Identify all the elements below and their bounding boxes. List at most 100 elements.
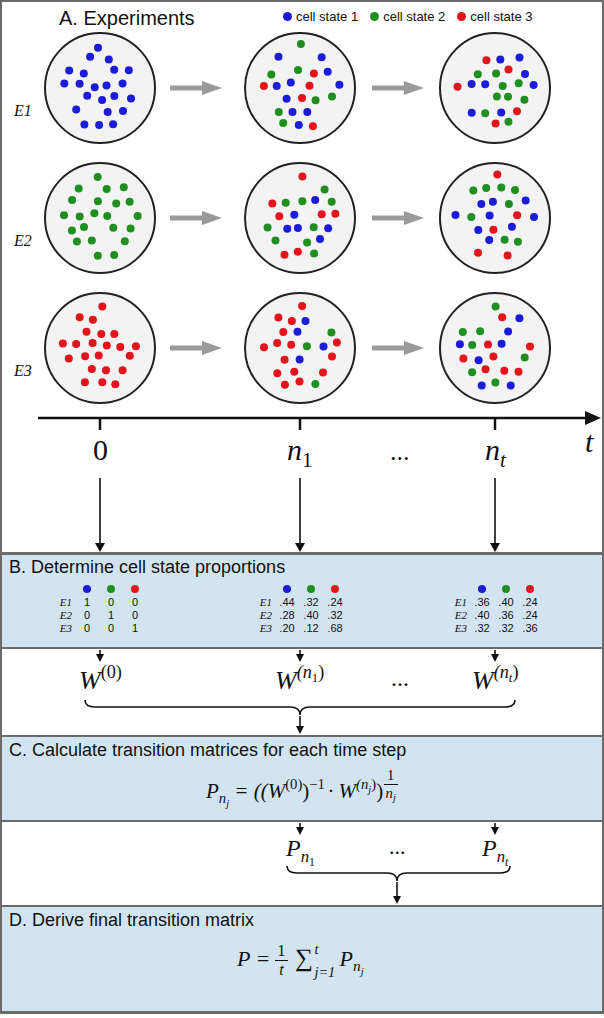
- cell-dot: [298, 197, 306, 205]
- cell-dot: [505, 200, 513, 208]
- cell-dot: [476, 327, 484, 335]
- math-text: ...: [390, 437, 410, 466]
- cell-dot: [497, 109, 505, 117]
- legend-text: cell state 2: [383, 9, 445, 24]
- cell-dot: [321, 186, 329, 194]
- cell-dot: [504, 251, 512, 259]
- panel-title: C. Calculate transition matrices for eac…: [9, 740, 406, 761]
- cell-dot: [298, 302, 306, 310]
- math-text: t: [314, 941, 318, 957]
- cell-dot: [260, 82, 268, 90]
- superscript: (nj): [356, 776, 376, 792]
- table-head: [299, 585, 323, 593]
- cell-dot: [288, 317, 296, 325]
- cell-dot: [274, 314, 282, 322]
- state-dot: [478, 585, 486, 593]
- cell-dot: [296, 378, 304, 386]
- cell-dot: [119, 366, 127, 374]
- cell-dot: [91, 83, 99, 91]
- cell-dot: [281, 251, 289, 259]
- cell-dot: [484, 341, 492, 349]
- cell-dot: [303, 108, 311, 116]
- cell-dot: [324, 68, 332, 76]
- math-text: t: [585, 425, 593, 458]
- cell-dot: [482, 56, 490, 64]
- cell-dot: [294, 328, 302, 336]
- cell-dot: [511, 186, 519, 194]
- math-text: t: [505, 856, 508, 869]
- experiment-label: E3: [14, 362, 32, 380]
- cell-dot: [485, 236, 493, 244]
- row-label: E2: [53, 609, 75, 621]
- math-text: = ((W: [234, 779, 285, 803]
- table-head: [99, 585, 123, 593]
- row-label: E1: [253, 596, 275, 608]
- cell-dot: [489, 198, 497, 206]
- cell-dot: [489, 226, 497, 234]
- subscript: nj: [353, 957, 364, 974]
- proportion-table: E1.36.40.24E2.40.36.24E3.32.32.36: [448, 582, 542, 634]
- table-head: [123, 585, 147, 593]
- math-text: (n: [356, 776, 368, 792]
- formula: n1: [287, 432, 313, 474]
- cell-dot: [298, 172, 306, 180]
- cell-dot: [260, 343, 268, 351]
- cell-dot: [75, 185, 83, 193]
- row-label: E1: [53, 596, 75, 608]
- cell-dot: [110, 66, 118, 74]
- cell-dot: [103, 341, 111, 349]
- cell-dot: [120, 183, 128, 191]
- cell-dot: [90, 209, 98, 217]
- numerator: 1: [275, 943, 287, 962]
- state-dot: [331, 585, 339, 593]
- cell-dot: [492, 70, 500, 78]
- math-text: W: [275, 666, 297, 695]
- cell-dot: [98, 96, 106, 104]
- cell-dot: [516, 53, 524, 61]
- cell-dot: [318, 53, 326, 61]
- table-cell: .28: [275, 609, 299, 621]
- denominator: t: [275, 961, 287, 979]
- cell-dot: [515, 368, 523, 376]
- cell-dot: [530, 81, 538, 89]
- subscript: n1: [301, 847, 315, 866]
- cell-dot: [80, 223, 88, 231]
- state-dot: [107, 585, 115, 593]
- cell-dot: [295, 121, 303, 129]
- cell-dot: [491, 379, 499, 387]
- superscript: (0): [101, 662, 122, 682]
- table-cell: 0: [99, 622, 123, 634]
- formula: t: [585, 424, 593, 460]
- cell-dot: [95, 121, 103, 129]
- table-cell: .32: [299, 596, 323, 608]
- math-text: n: [287, 433, 302, 466]
- axis-head: [585, 411, 601, 425]
- cell-dot: [134, 212, 142, 220]
- table-cell: .20: [275, 622, 299, 634]
- formula: ...: [389, 834, 406, 860]
- cell-dot: [521, 70, 529, 78]
- math-text: j: [393, 792, 396, 803]
- cell-dot: [279, 119, 287, 127]
- math-text: j: [226, 798, 229, 809]
- math-text: ): [376, 779, 383, 803]
- cell-dot: [515, 79, 523, 87]
- cell-dots: [59, 40, 538, 390]
- math-text: ...: [389, 834, 406, 859]
- subscript: j: [361, 965, 364, 977]
- cell-dot: [513, 107, 521, 115]
- cell-dot: [80, 121, 88, 129]
- cell-dot: [328, 353, 336, 361]
- cell-dot: [273, 369, 281, 377]
- math-text: 0: [93, 433, 108, 466]
- cell-dot: [273, 82, 281, 90]
- subscript: t: [505, 856, 508, 869]
- cell-dot: [481, 109, 489, 117]
- superscript: 1nj: [383, 776, 398, 792]
- superscript: (0): [285, 776, 302, 792]
- cell-dot: [83, 328, 91, 336]
- cell-dot: [89, 339, 97, 347]
- cell-dot: [309, 122, 317, 130]
- table-head: [470, 585, 494, 593]
- cell-dot: [497, 184, 505, 192]
